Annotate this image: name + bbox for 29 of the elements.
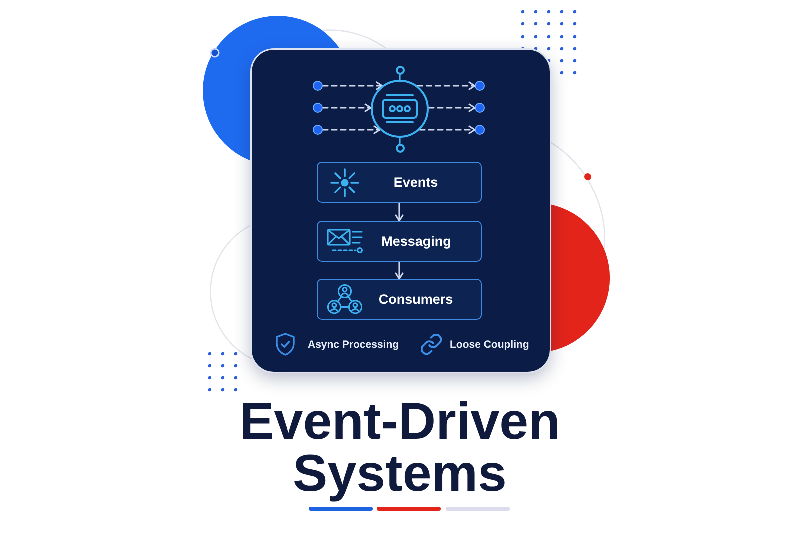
- arrow: [419, 126, 476, 134]
- endpoint-dot: [313, 103, 323, 113]
- connector-line: [399, 74, 401, 81]
- step-box: [317, 162, 482, 203]
- endpoint-dot: [475, 125, 485, 135]
- arrow: [322, 82, 384, 90]
- step-box: [317, 279, 482, 320]
- hub-circle: [371, 80, 429, 138]
- step-label: Events: [392, 174, 440, 190]
- small-ring: [396, 144, 404, 152]
- endpoint-dot: [475, 81, 485, 91]
- arrow: [322, 126, 381, 134]
- endpoint-dot: [313, 125, 323, 135]
- step-box: [317, 221, 482, 262]
- step-label: Consumers: [378, 292, 454, 308]
- feature-label: Async Processing: [308, 339, 400, 352]
- connector-line: [399, 137, 401, 144]
- endpoint-dot: [475, 103, 485, 113]
- arrow: [428, 104, 476, 112]
- arrow: [416, 82, 476, 90]
- title: Event-Driven Systems: [238, 396, 562, 500]
- endpoint-dot: [313, 81, 323, 91]
- feature-label: Loose Coupling: [450, 339, 530, 352]
- small-ring: [396, 66, 404, 74]
- step-label: Messaging: [380, 234, 452, 250]
- arrow: [395, 261, 404, 280]
- panel-card: [252, 50, 550, 372]
- arrow: [322, 104, 372, 112]
- arrow: [395, 202, 404, 222]
